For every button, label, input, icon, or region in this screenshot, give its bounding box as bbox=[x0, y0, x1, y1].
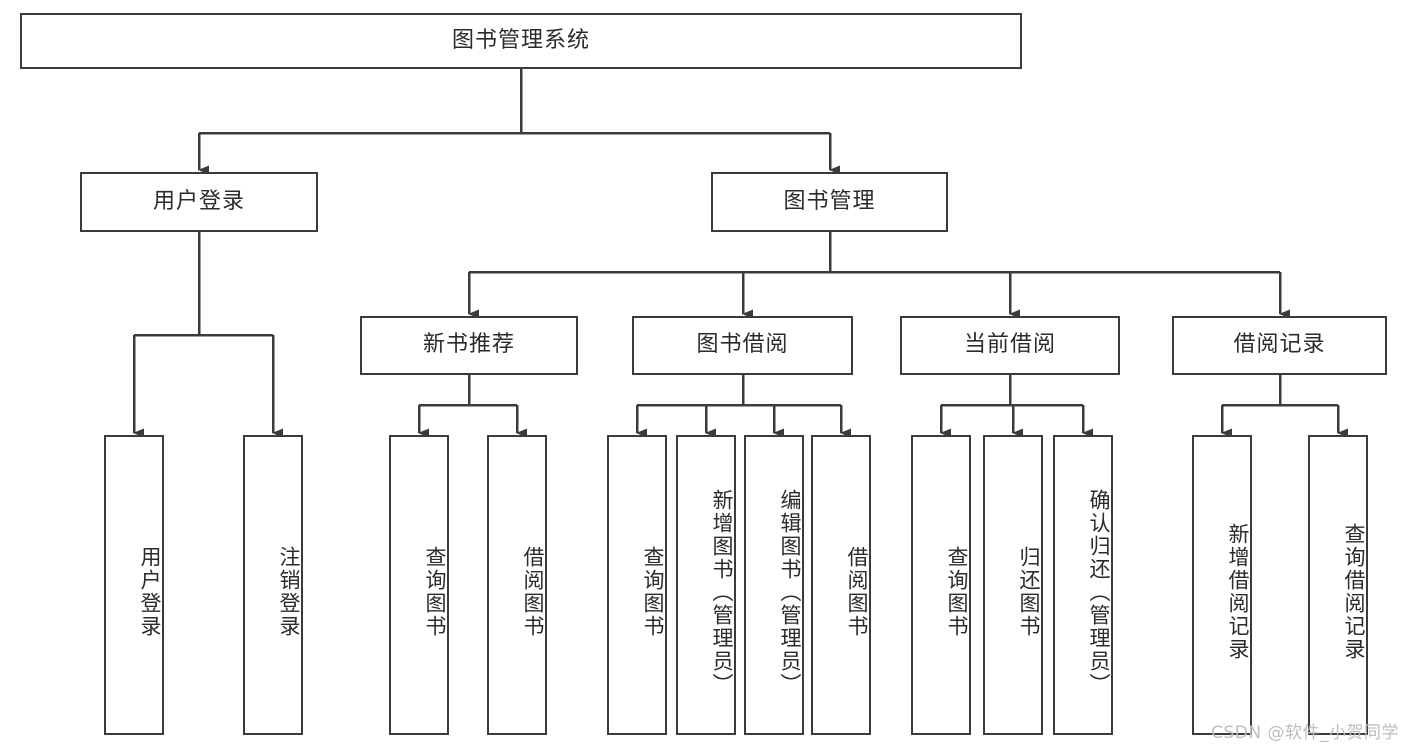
node-label: 新增借阅记录 bbox=[1226, 523, 1250, 661]
node-label: 当前借阅 bbox=[963, 332, 1056, 358]
node-label: 新书推荐 bbox=[422, 332, 515, 358]
node-label: 编辑图书（管理员） bbox=[778, 488, 802, 696]
node-leaf-borrow-add-book[interactable]: 新增图书（管理员） bbox=[676, 435, 736, 735]
node-label: 借阅图书 bbox=[845, 546, 869, 638]
node-borrow-record[interactable]: 借阅记录 bbox=[1172, 316, 1387, 375]
node-label: 用户登录 bbox=[152, 188, 245, 214]
node-book-manage[interactable]: 图书管理 bbox=[711, 172, 948, 232]
connector-group bbox=[132, 69, 1348, 438]
node-label: 借阅图书 bbox=[521, 546, 545, 638]
node-book-borrow[interactable]: 图书借阅 bbox=[632, 316, 853, 375]
node-user-login[interactable]: 用户登录 bbox=[80, 172, 318, 232]
node-label: 注销登录 bbox=[277, 546, 301, 638]
node-label: 确认归还（管理员） bbox=[1087, 488, 1111, 696]
node-leaf-user-logout[interactable]: 注销登录 bbox=[243, 435, 303, 735]
node-label: 图书借阅 bbox=[696, 332, 789, 358]
node-leaf-rec-borrow-book[interactable]: 借阅图书 bbox=[487, 435, 547, 735]
node-root[interactable]: 图书管理系统 bbox=[20, 13, 1022, 69]
node-leaf-rec-add-record[interactable]: 新增借阅记录 bbox=[1192, 435, 1252, 735]
node-label: 查询图书 bbox=[641, 546, 665, 638]
node-leaf-cur-query-book[interactable]: 查询图书 bbox=[911, 435, 971, 735]
node-label: 新增图书（管理员） bbox=[710, 488, 734, 696]
node-label: 用户登录 bbox=[138, 546, 162, 638]
node-label: 查询图书 bbox=[945, 546, 969, 638]
node-new-book-rec[interactable]: 新书推荐 bbox=[360, 316, 578, 375]
node-label: 查询借阅记录 bbox=[1342, 523, 1366, 661]
node-leaf-borrow-lend-book[interactable]: 借阅图书 bbox=[811, 435, 871, 735]
node-label: 图书管理系统 bbox=[451, 27, 590, 53]
node-label: 图书管理 bbox=[783, 188, 876, 214]
node-leaf-user-login[interactable]: 用户登录 bbox=[104, 435, 164, 735]
node-label: 借阅记录 bbox=[1233, 332, 1326, 358]
node-label: 查询图书 bbox=[423, 546, 447, 638]
node-label: 归还图书 bbox=[1017, 546, 1041, 638]
node-leaf-borrow-query-book[interactable]: 查询图书 bbox=[607, 435, 667, 735]
node-current-borrow[interactable]: 当前借阅 bbox=[900, 316, 1120, 375]
node-leaf-borrow-edit-book[interactable]: 编辑图书（管理员） bbox=[744, 435, 804, 735]
node-leaf-cur-confirm-return[interactable]: 确认归还（管理员） bbox=[1053, 435, 1113, 735]
node-leaf-rec-query-record[interactable]: 查询借阅记录 bbox=[1308, 435, 1368, 735]
node-leaf-cur-return-book[interactable]: 归还图书 bbox=[983, 435, 1043, 735]
watermark-label: CSDN @软件_小贺同学 bbox=[1211, 723, 1399, 743]
node-leaf-rec-query-book[interactable]: 查询图书 bbox=[389, 435, 449, 735]
